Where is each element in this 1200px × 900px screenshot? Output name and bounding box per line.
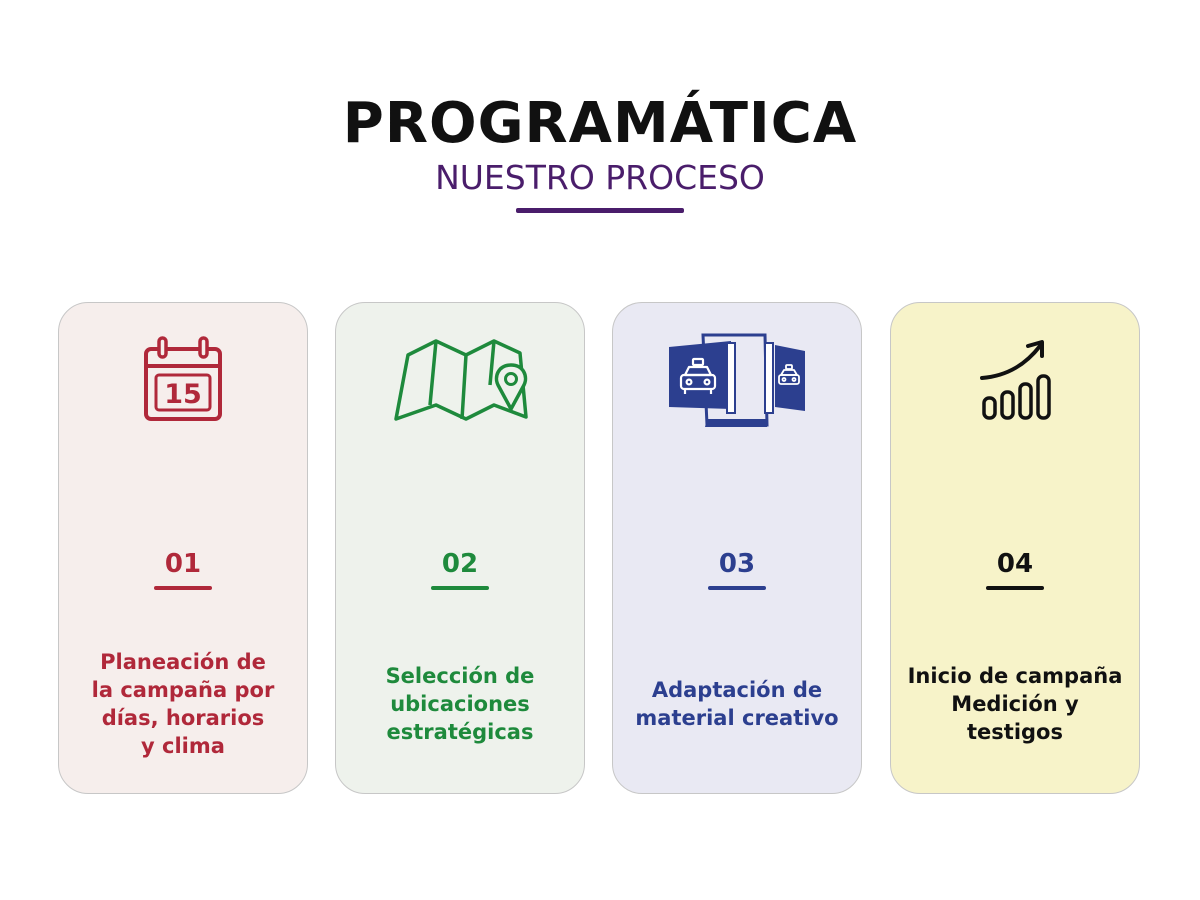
calendar-icon: 15 (59, 321, 307, 441)
step-number: 02 (441, 549, 479, 579)
step-card-1: 15 01 Planeación de la campaña por días,… (58, 302, 308, 794)
step-number: 03 (718, 549, 756, 579)
step-card-4: 04 Inicio de campaña Medición y testigos (890, 302, 1140, 794)
step-card-2: 02 Selección de ubicaciones estratégicas (335, 302, 585, 794)
calendar-day: 15 (164, 379, 202, 410)
growth-chart-icon (891, 321, 1139, 441)
step-number-underline (708, 586, 766, 590)
step-number: 01 (164, 549, 202, 579)
page-title: PROGRAMÁTICA (342, 91, 858, 156)
step-description: Selección de ubicaciones estratégicas (385, 664, 535, 744)
step-number-underline (986, 586, 1044, 590)
step-number-underline (154, 586, 212, 590)
step-card-3: 03 Adaptación de material creativo (612, 302, 862, 794)
page-subtitle: NUESTRO PROCESO (435, 158, 765, 197)
billboard-taxi-icon (613, 321, 861, 441)
title-underline (516, 208, 684, 213)
step-description: Planeación de la campaña por días, horar… (91, 650, 275, 758)
step-description: Inicio de campaña Medición y testigos (907, 664, 1123, 744)
step-description: Adaptación de material creativo (635, 678, 839, 730)
step-number: 04 (996, 549, 1034, 579)
step-number-underline (431, 586, 489, 590)
map-pin-icon (336, 321, 584, 441)
